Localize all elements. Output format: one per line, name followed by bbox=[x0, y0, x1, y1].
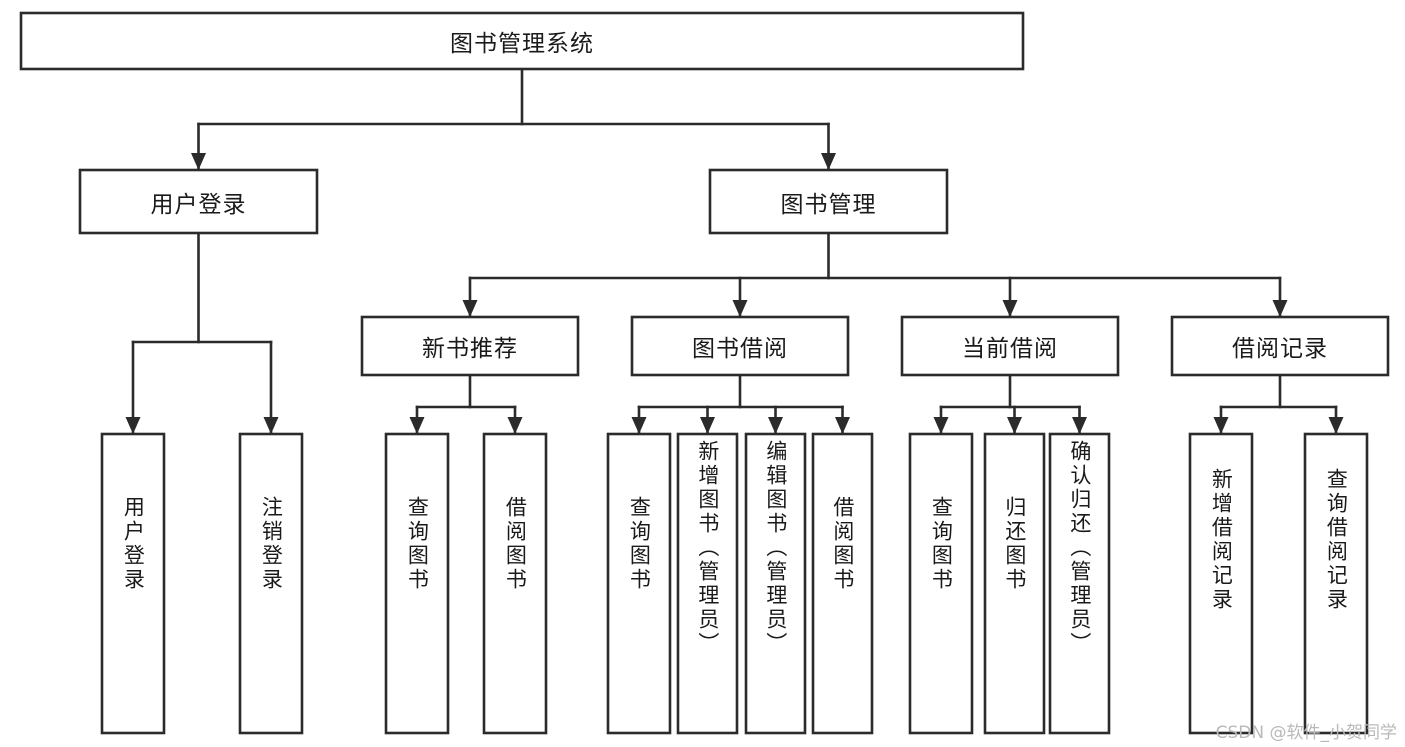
node-box-leaf-query-book-current[interactable] bbox=[908, 432, 974, 735]
arrow-head-leaf-query-book-borrow bbox=[631, 417, 647, 434]
node-box-book-manage[interactable] bbox=[708, 168, 949, 235]
arrow-head-book-borrow bbox=[732, 300, 748, 317]
arrow-head-leaf-query-book-current bbox=[933, 417, 949, 434]
node-box-borrow-record[interactable] bbox=[1170, 315, 1390, 377]
node-box-leaf-user-login[interactable] bbox=[100, 432, 166, 735]
node-box-leaf-borrow-book[interactable] bbox=[811, 432, 874, 735]
arrow-head-book-manage bbox=[821, 153, 836, 170]
node-box-leaf-edit-book[interactable] bbox=[744, 432, 807, 735]
arrow-head-leaf-return-book bbox=[1007, 417, 1022, 434]
node-box-leaf-return-book[interactable] bbox=[983, 432, 1046, 735]
node-box-leaf-confirm-return[interactable] bbox=[1048, 432, 1111, 735]
node-box-leaf-query-book-rec[interactable] bbox=[384, 432, 450, 735]
arrow-head-leaf-user-login bbox=[125, 417, 141, 434]
arrow-head-leaf-user-logout bbox=[263, 417, 279, 434]
watermark-text: CSDN @软件_小贺同学 bbox=[1215, 723, 1397, 743]
arrow-head-borrow-record bbox=[1272, 300, 1288, 317]
arrow-head-user-login bbox=[191, 153, 206, 170]
node-box-layer bbox=[19, 11, 1390, 735]
arrow-head-leaf-edit-book bbox=[768, 417, 783, 434]
arrow-head-leaf-query-borrow-record bbox=[1328, 417, 1344, 434]
node-box-current-borrow[interactable] bbox=[900, 315, 1120, 377]
arrow-head-new-book-recommend bbox=[462, 300, 478, 317]
node-box-leaf-add-book[interactable] bbox=[676, 432, 739, 735]
arrow-head-leaf-borrow-book-rec bbox=[507, 417, 523, 434]
node-box-leaf-borrow-book-rec[interactable] bbox=[482, 432, 548, 735]
node-box-leaf-add-borrow-record[interactable] bbox=[1188, 432, 1254, 735]
node-box-new-book-recommend[interactable] bbox=[360, 315, 580, 377]
arrow-head-leaf-confirm-return bbox=[1072, 417, 1087, 434]
arrow-head-current-borrow bbox=[1002, 300, 1018, 317]
arrow-head-leaf-add-borrow-record bbox=[1213, 417, 1229, 434]
node-box-user-login[interactable] bbox=[78, 168, 319, 235]
arrow-head-leaf-add-book bbox=[700, 417, 715, 434]
node-box-book-borrow[interactable] bbox=[630, 315, 850, 377]
arrow-head-leaf-query-book-rec bbox=[409, 417, 425, 434]
node-box-leaf-query-borrow-record[interactable] bbox=[1303, 432, 1369, 735]
node-box-leaf-query-book-borrow[interactable] bbox=[606, 432, 672, 735]
node-box-root[interactable] bbox=[19, 11, 1025, 71]
connector-layer bbox=[125, 67, 1344, 435]
arrow-head-leaf-borrow-book bbox=[835, 417, 850, 434]
node-box-leaf-user-logout[interactable] bbox=[238, 432, 304, 735]
